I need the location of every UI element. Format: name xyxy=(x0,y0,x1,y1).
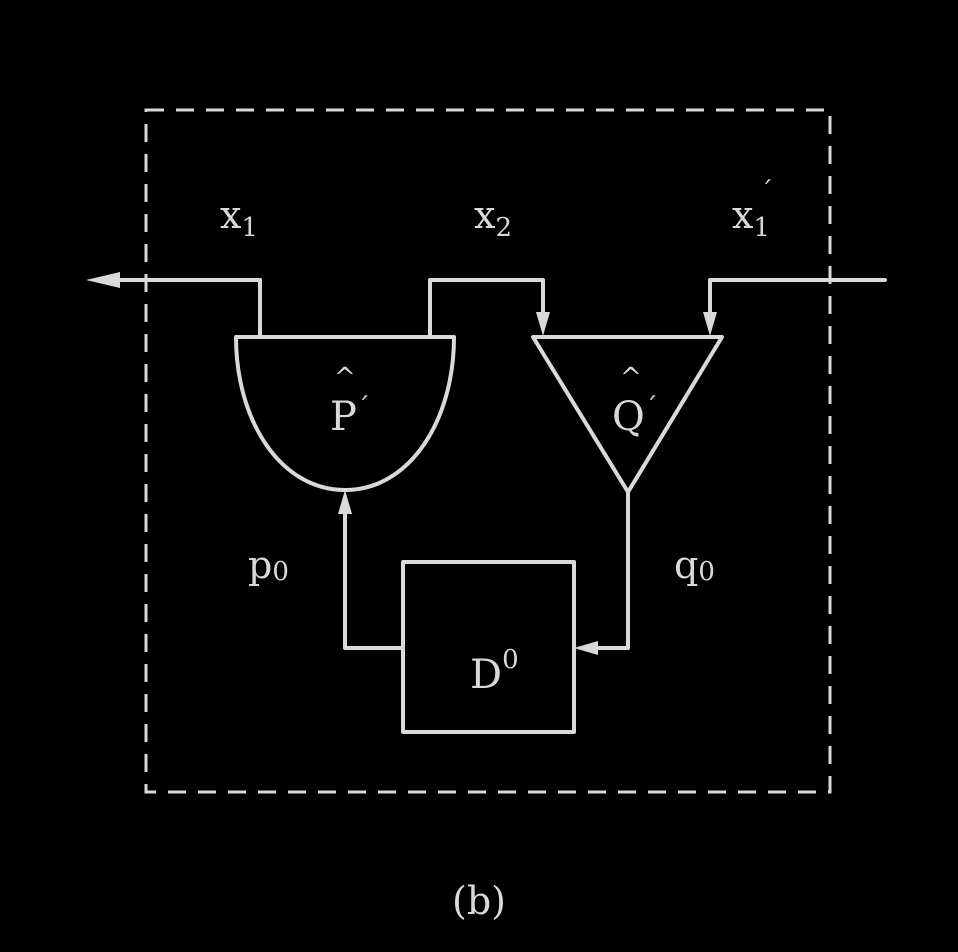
p-hat-hat-mark: ^ xyxy=(334,363,356,393)
label-x1: x1 xyxy=(220,193,258,243)
d0-delay-box xyxy=(401,560,576,734)
dashed-boundary-box xyxy=(144,108,832,794)
label-p0: p0 xyxy=(248,543,289,587)
label-x2: x2 xyxy=(474,193,512,243)
q-hat-hat-mark: ^ xyxy=(620,363,642,393)
x1-prime-input-line xyxy=(708,278,887,324)
p-hat-gate xyxy=(234,335,456,492)
q0-arrowhead xyxy=(574,641,598,655)
figure-caption: (b) xyxy=(452,879,506,923)
x2-arrowhead xyxy=(536,312,550,336)
label-p-hat: P´ xyxy=(330,393,370,440)
q-hat-gate xyxy=(531,335,724,494)
x1-prime-arrowhead xyxy=(703,312,717,336)
p0-arrowhead xyxy=(338,490,352,514)
p0-feedback-line xyxy=(343,504,405,650)
x2-connection-line xyxy=(428,278,545,339)
q0-feedback-line xyxy=(588,490,630,650)
label-d0: D0 xyxy=(470,645,519,698)
label-x1-prime: x1´ xyxy=(732,177,773,243)
x1-output-arrowhead xyxy=(86,272,120,288)
label-q-hat: Q´ xyxy=(612,393,658,440)
label-q0: q0 xyxy=(674,543,715,587)
